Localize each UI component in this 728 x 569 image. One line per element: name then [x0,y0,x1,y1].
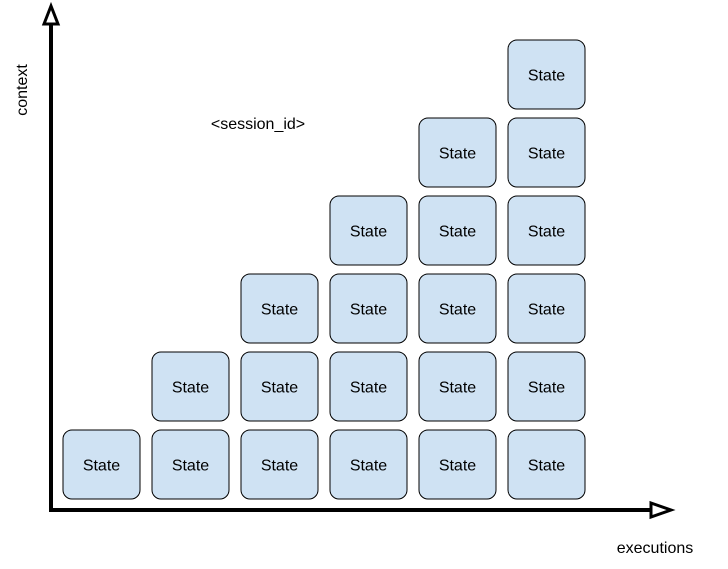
state-box-shape [507,429,586,500]
state-box-shape [507,117,586,188]
state-box-shape [151,351,230,422]
state-box-label: State [350,380,387,397]
state-box-shape [418,429,497,500]
y-axis-label: context [14,64,31,116]
state-box-label: State [350,458,387,475]
state-box-c6-r2: State [507,351,586,422]
state-box-label: State [261,380,298,397]
state-box-c4-r3: State [329,273,408,344]
state-box-shape [329,351,408,422]
state-box-shape [240,273,319,344]
state-box-shape [418,273,497,344]
state-box-shape [507,351,586,422]
state-box-label: State [439,458,476,475]
state-box-c6-r4: State [507,195,586,266]
state-box-c1-r1: State [62,429,141,500]
state-box-c3-r2: State [240,351,319,422]
state-box-c6-r6: State [507,39,586,110]
state-box-label: State [350,302,387,319]
state-box-label: State [528,458,565,475]
state-box-c3-r1: State [240,429,319,500]
state-box-c4-r2: State [329,351,408,422]
state-box-label: State [528,68,565,85]
state-box-c4-r1: State [329,429,408,500]
state-box-shape [507,273,586,344]
session-id-label: <session_id> [211,116,305,133]
state-box-c5-r5: State [418,117,497,188]
state-box-label: State [528,146,565,163]
state-box-label: State [439,146,476,163]
state-box-shape [507,195,586,266]
state-box-shape [329,195,408,266]
state-box-c2-r2: State [151,351,230,422]
state-box-label: State [439,224,476,241]
state-box-shape [329,429,408,500]
state-box-shape [151,429,230,500]
state-box-shape [418,117,497,188]
x-axis-arrow [649,500,676,520]
state-box-c3-r3: State [240,273,319,344]
state-box-c5-r1: State [418,429,497,500]
state-box-label: State [439,380,476,397]
state-box-label: State [528,224,565,241]
state-box-shape [240,429,319,500]
state-box-label: State [172,458,209,475]
state-box-c5-r3: State [418,273,497,344]
state-box-c6-r5: State [507,117,586,188]
state-box-label: State [528,380,565,397]
state-box-c6-r1: State [507,429,586,500]
x-axis-label: executions [617,540,694,557]
state-box-shape [62,429,141,500]
state-box-c6-r3: State [507,273,586,344]
state-box-c5-r2: State [418,351,497,422]
state-box-label: State [172,380,209,397]
state-box-shape [418,195,497,266]
state-box-c2-r1: State [151,429,230,500]
state-box-shape [507,39,586,110]
state-box-shape [240,351,319,422]
state-box-shape [329,273,408,344]
state-box-label: State [83,458,120,475]
state-box-label: State [350,224,387,241]
y-axis-arrow [41,1,61,26]
state-box-label: State [261,302,298,319]
state-box-c4-r4: State [329,195,408,266]
state-box-c5-r4: State [418,195,497,266]
state-box-label: State [528,302,565,319]
state-box-label: State [439,302,476,319]
state-box-shape [418,351,497,422]
state-box-label: State [261,458,298,475]
